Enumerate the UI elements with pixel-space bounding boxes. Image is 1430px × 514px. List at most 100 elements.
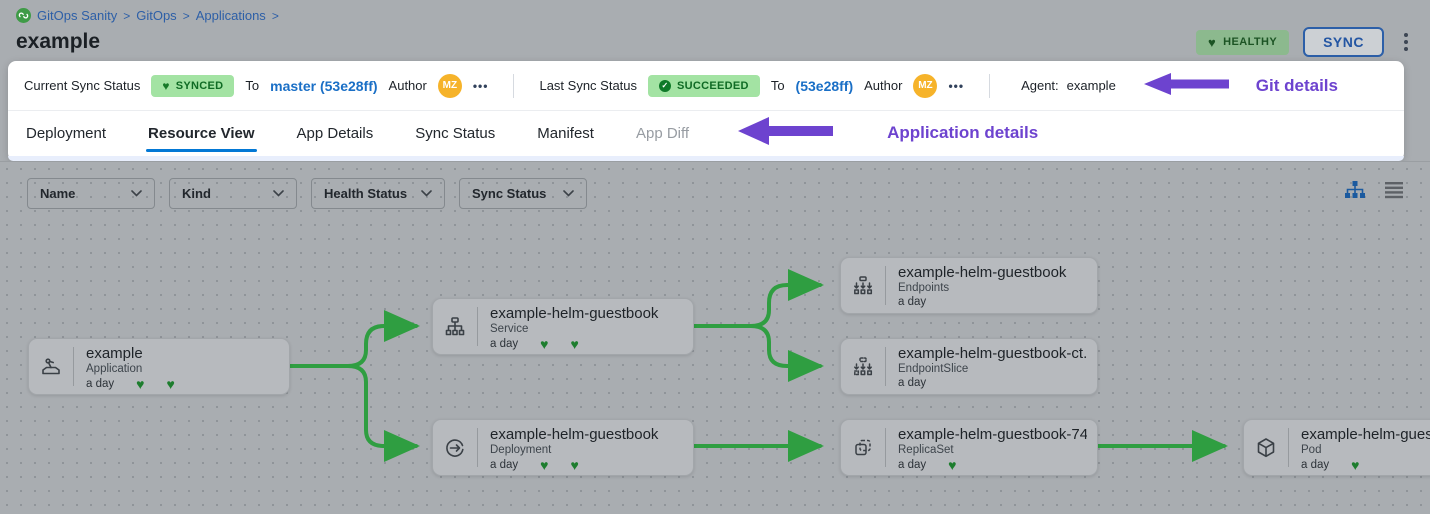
edge-service-to-endpointslice xyxy=(692,324,824,382)
current-sync-status-label: Current Sync Status xyxy=(24,78,141,93)
node-age: a day xyxy=(86,378,115,390)
resource-node-service[interactable]: example-helm-guestbook Service a day ♥ ♥ xyxy=(432,298,694,355)
filter-label: Sync Status xyxy=(472,186,547,201)
sync-button[interactable]: SYNC xyxy=(1303,27,1384,57)
resource-node-pod[interactable]: example-helm-guest Pod a day ♥ xyxy=(1243,419,1430,476)
divider xyxy=(1288,428,1289,467)
more-actions-icon[interactable]: ••• xyxy=(472,78,489,93)
author-label: Author xyxy=(388,78,427,93)
breadcrumb-separator: > xyxy=(123,8,131,23)
health-heart-icon: ♥ xyxy=(540,336,549,352)
annotation-arrow-icon xyxy=(737,116,834,151)
filter-label: Health Status xyxy=(324,186,408,201)
edge-app-to-service xyxy=(288,310,420,368)
node-age: a day xyxy=(490,459,519,471)
agent-label: Agent: xyxy=(1021,78,1059,93)
deployment-icon xyxy=(433,420,477,475)
agent-info: Agent: example xyxy=(1021,78,1116,93)
graph-view-toggle-icon[interactable] xyxy=(1344,180,1366,200)
to-label: To xyxy=(245,78,260,93)
health-heart-icon: ♥ xyxy=(1351,457,1360,473)
health-status-filter-dropdown[interactable]: Health Status xyxy=(311,178,445,209)
tab-manifest[interactable]: Manifest xyxy=(537,124,594,142)
node-title: example xyxy=(86,345,143,362)
tab-bar: Deployment Resource View App Details Syn… xyxy=(8,111,1404,155)
divider xyxy=(989,73,991,98)
chevron-down-icon xyxy=(421,190,432,197)
divider xyxy=(477,307,478,346)
tab-sync-status[interactable]: Sync Status xyxy=(415,124,496,142)
last-sync-status-label: Last Sync Status xyxy=(539,78,638,93)
divider xyxy=(513,73,515,98)
check-circle-icon: ✓ xyxy=(659,79,672,92)
filter-label: Kind xyxy=(182,186,211,201)
edge-service-to-endpoints xyxy=(692,269,824,328)
health-heart-icon: ♥ xyxy=(570,457,579,473)
last-commit-link[interactable]: (53e28ff) xyxy=(795,77,854,94)
node-kind: Deployment xyxy=(490,444,552,456)
current-commit-link[interactable]: master (53e28ff) xyxy=(270,77,378,94)
resource-node-endpointslice[interactable]: example-helm-guestbook-ct... EndpointSli… xyxy=(840,338,1098,395)
kebab-menu-icon[interactable] xyxy=(1398,31,1414,53)
node-title: example-helm-guestbook xyxy=(898,264,1067,281)
resource-graph-canvas: Name Kind Health Status Sync Status xyxy=(0,161,1430,514)
sync-status-bar: Current Sync Status ♥ SYNCED To master (… xyxy=(8,61,1404,111)
tab-deployment[interactable]: Deployment xyxy=(26,124,107,142)
heart-icon: ♥ xyxy=(162,78,170,93)
endpoints-icon xyxy=(841,258,885,313)
agent-value: example xyxy=(1066,78,1116,93)
sync-status-filter-dropdown[interactable]: Sync Status xyxy=(459,178,587,209)
page-header: GitOps Sanity > GitOps > Applications > … xyxy=(0,0,1430,61)
node-title: example-helm-guestbook-74... xyxy=(898,426,1087,443)
node-title: example-helm-guest xyxy=(1301,426,1430,443)
tab-app-diff[interactable]: App Diff xyxy=(635,124,690,142)
tab-resource-view[interactable]: Resource View xyxy=(146,113,257,154)
tab-app-details[interactable]: App Details xyxy=(296,124,374,142)
node-kind: Service xyxy=(490,323,529,335)
application-icon xyxy=(29,339,73,394)
edge-app-to-deployment xyxy=(288,364,420,462)
page-title: example xyxy=(16,30,101,53)
kind-filter-dropdown[interactable]: Kind xyxy=(169,178,297,209)
resource-node-endpoints[interactable]: example-helm-guestbook Endpoints a day xyxy=(840,257,1098,314)
author-avatar: MZ xyxy=(913,73,938,98)
gitops-logo-icon xyxy=(16,8,31,23)
node-kind: Endpoints xyxy=(898,282,950,294)
health-status-badge: ♥ HEALTHY xyxy=(1196,29,1290,55)
author-avatar: MZ xyxy=(437,73,462,98)
node-age: a day xyxy=(898,296,927,308)
pod-icon xyxy=(1244,420,1288,475)
service-icon xyxy=(433,299,477,354)
list-view-toggle-icon[interactable] xyxy=(1384,181,1404,199)
node-title: example-helm-guestbook xyxy=(490,305,659,322)
node-age: a day xyxy=(490,338,519,350)
breadcrumb-link-module[interactable]: GitOps xyxy=(136,8,177,23)
breadcrumb-link-applications[interactable]: Applications xyxy=(195,8,266,23)
node-age: a day xyxy=(1301,459,1330,471)
application-details-annotation: Application details xyxy=(887,123,1039,142)
divider xyxy=(885,428,886,467)
health-heart-icon: ♥ xyxy=(540,457,549,473)
health-badge-label: HEALTHY xyxy=(1223,36,1278,48)
node-kind: Pod xyxy=(1301,444,1322,456)
chevron-down-icon xyxy=(131,190,142,197)
breadcrumb-link-project[interactable]: GitOps Sanity xyxy=(37,8,118,23)
health-heart-icon: ♥ xyxy=(166,376,175,392)
name-filter-dropdown[interactable]: Name xyxy=(27,178,155,209)
breadcrumb-separator: > xyxy=(182,8,190,23)
synced-badge-label: SYNCED xyxy=(175,79,224,92)
node-kind: EndpointSlice xyxy=(898,363,969,375)
more-actions-icon[interactable]: ••• xyxy=(948,78,965,93)
divider xyxy=(477,428,478,467)
annotation-arrow-icon xyxy=(1143,72,1229,99)
resource-node-replicaset[interactable]: example-helm-guestbook-74... ReplicaSet … xyxy=(840,419,1098,476)
resource-node-application[interactable]: example Application a day ♥ ♥ xyxy=(28,338,290,395)
resource-node-deployment[interactable]: example-helm-guestbook Deployment a day … xyxy=(432,419,694,476)
endpointslice-icon xyxy=(841,339,885,394)
chevron-down-icon xyxy=(563,190,574,197)
divider xyxy=(73,347,74,386)
health-heart-icon: ♥ xyxy=(948,457,957,473)
chevron-down-icon xyxy=(273,190,284,197)
sync-status-card: Current Sync Status ♥ SYNCED To master (… xyxy=(8,61,1404,161)
git-details-annotation: Git details xyxy=(1255,75,1338,95)
